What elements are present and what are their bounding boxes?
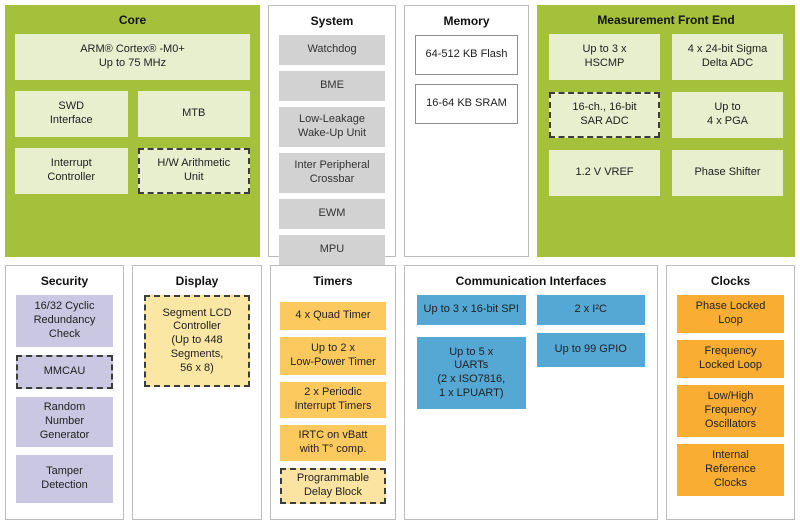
block-sar-adc: 16-ch., 16-bit SAR ADC [549, 92, 660, 138]
panel-comm-title: Communication Interfaces [455, 274, 607, 288]
block-hw-arithmetic-unit: H/W Arithmetic Unit [137, 148, 250, 194]
block-pga: Up to 4 x PGA [672, 92, 783, 138]
block-i2c: 2 x I²C [536, 295, 645, 325]
panel-system-title: System [310, 14, 354, 28]
core-grid: ARM® Cortex® -M0+ Up to 75 MHz SWD Inter… [5, 34, 260, 194]
clocks-stack: Phase Locked Loop Frequency Locked Loop … [667, 295, 794, 496]
block-segment-lcd-controller: Segment LCD Controller (Up to 448 Segmen… [144, 295, 250, 387]
block-low-power-timer: Up to 2 x Low-Power Timer [280, 337, 386, 375]
block-internal-reference-clocks: Internal Reference Clocks [677, 444, 784, 496]
block-mtb: MTB [137, 91, 250, 137]
block-flash: 64-512 KB Flash [415, 35, 518, 75]
block-tamper-detection: Tamper Detection [16, 455, 113, 503]
panel-display-title: Display [175, 274, 219, 288]
panel-communication-interfaces: Communication Interfaces Up to 3 x 16-bi… [404, 265, 658, 520]
block-sram: 16-64 KB SRAM [415, 84, 518, 124]
panel-core-title: Core [118, 13, 147, 27]
panel-clocks: Clocks Phase Locked Loop Frequency Locke… [666, 265, 795, 520]
block-interrupt-controller: Interrupt Controller [15, 148, 128, 194]
block-programmable-delay-block: Programmable Delay Block [280, 468, 386, 504]
block-mpu: MPU [279, 235, 385, 265]
block-arm-cortex-m0plus: ARM® Cortex® -M0+ Up to 75 MHz [15, 34, 250, 80]
panel-system: System Watchdog BME Low-Leakage Wake-Up … [268, 5, 396, 265]
memory-stack: 64-512 KB Flash 16-64 KB SRAM [405, 35, 528, 124]
block-low-leakage-wakeup-unit: Low-Leakage Wake-Up Unit [279, 107, 385, 147]
panel-security-title: Security [40, 274, 89, 288]
display-stack: Segment LCD Controller (Up to 448 Segmen… [133, 295, 261, 387]
timers-stack: Timers 4 x Quad Timer Up to 2 x Low-Powe… [271, 266, 395, 504]
comm-column-left: Up to 3 x 16-bit SPI Up to 5 x UARTs (2 … [417, 295, 526, 409]
system-stack: Watchdog BME Low-Leakage Wake-Up Unit In… [269, 35, 395, 265]
block-hscmp: Up to 3 x HSCMP [549, 34, 660, 80]
block-vref: 1.2 V VREF [549, 150, 660, 196]
mfe-grid: Up to 3 x HSCMP 4 x 24-bit Sigma Delta A… [537, 34, 795, 196]
block-swd-interface: SWD Interface [15, 91, 128, 137]
panel-display: Display Segment LCD Controller (Up to 44… [132, 265, 262, 520]
block-uarts: Up to 5 x UARTs (2 x ISO7816, 1 x LPUART… [417, 337, 526, 409]
block-watchdog: Watchdog [279, 35, 385, 65]
panel-timers: Timers 4 x Quad Timer Up to 2 x Low-Powe… [270, 265, 396, 520]
panel-memory-title: Memory [443, 14, 490, 28]
panel-mfe-title: Measurement Front End [597, 13, 735, 27]
comm-column-right: 2 x I²C Up to 99 GPIO [536, 295, 645, 409]
block-bme: BME [279, 71, 385, 101]
panel-memory: Memory 64-512 KB Flash 16-64 KB SRAM [404, 5, 529, 257]
panel-timers-title: Timers [313, 274, 353, 288]
block-phase-locked-loop: Phase Locked Loop [677, 295, 784, 333]
block-random-number-generator: Random Number Generator [16, 397, 113, 447]
block-mmcau: MMCAU [16, 355, 113, 389]
security-stack: 16/32 Cyclic Redundancy Check MMCAU Rand… [6, 295, 123, 503]
block-sigma-delta-adc: 4 x 24-bit Sigma Delta ADC [672, 34, 783, 80]
panel-measurement-front-end: Measurement Front End Up to 3 x HSCMP 4 … [537, 5, 795, 257]
block-frequency-locked-loop: Frequency Locked Loop [677, 340, 784, 378]
block-inter-peripheral-crossbar: Inter Peripheral Crossbar [279, 153, 385, 193]
block-phase-shifter: Phase Shifter [672, 150, 783, 196]
block-spi: Up to 3 x 16-bit SPI [417, 295, 526, 325]
panel-security: Security 16/32 Cyclic Redundancy Check M… [5, 265, 124, 520]
comm-columns: Up to 3 x 16-bit SPI Up to 5 x UARTs (2 … [405, 295, 657, 409]
panel-clocks-title: Clocks [710, 274, 751, 288]
panel-core: Core ARM® Cortex® -M0+ Up to 75 MHz SWD … [5, 5, 260, 257]
block-ewm: EWM [279, 199, 385, 229]
top-row: Core ARM® Cortex® -M0+ Up to 75 MHz SWD … [0, 0, 800, 265]
block-quad-timer: 4 x Quad Timer [280, 302, 386, 330]
block-irtc: IRTC on vBatt with T° comp. [280, 425, 386, 461]
bottom-row: Security 16/32 Cyclic Redundancy Check M… [0, 265, 800, 520]
block-gpio: Up to 99 GPIO [536, 333, 645, 367]
block-crc: 16/32 Cyclic Redundancy Check [16, 295, 113, 347]
block-periodic-interrupt-timers: 2 x Periodic Interrupt Timers [280, 382, 386, 418]
block-low-high-frequency-oscillators: Low/High Frequency Oscillators [677, 385, 784, 437]
